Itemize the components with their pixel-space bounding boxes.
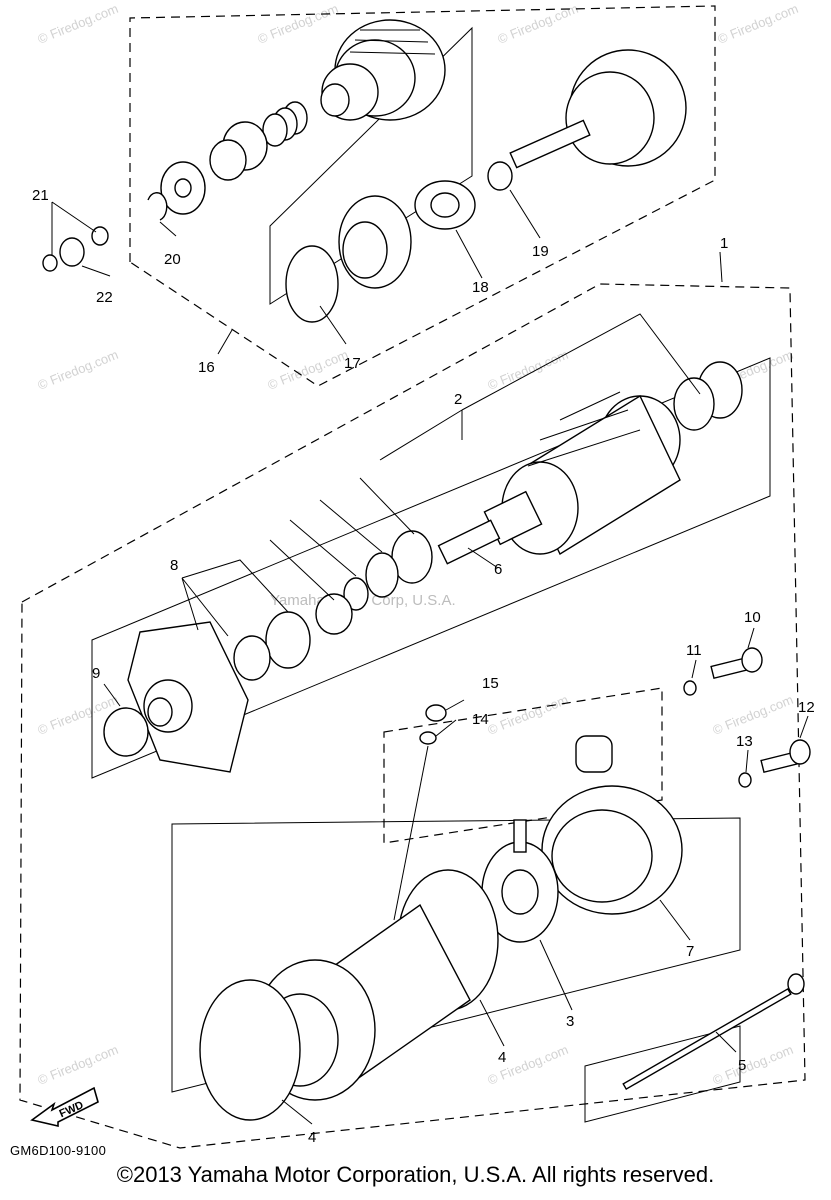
callout-4a: 4 [498, 1049, 506, 1066]
ring-gear [509, 49, 687, 169]
watermark: © Firedog.com [486, 347, 571, 393]
callouts: 1 2 3 4 4 5 6 7 8 9 10 11 12 13 14 15 16… [32, 187, 815, 1146]
watermark: © Firedog.com [256, 1, 341, 47]
watermark: © Firedog.com [486, 692, 571, 738]
washer-left [160, 161, 206, 215]
brush-holder [481, 819, 559, 943]
callout-6: 6 [494, 561, 502, 578]
watermark: © Firedog.com [36, 347, 121, 393]
callout-8: 8 [170, 557, 178, 574]
washer-11 [683, 680, 697, 696]
diagram-code: GM6D100-9100 [10, 1143, 107, 1158]
spring [262, 101, 308, 147]
watermark: © Firedog.com [36, 1, 121, 47]
callout-11: 11 [686, 642, 702, 659]
copyright-notice: ©2013 Yamaha Motor Corporation, U.S.A. A… [116, 1162, 715, 1187]
circlip-19 [487, 161, 513, 191]
callout-15: 15 [482, 675, 499, 692]
callout-20: 20 [164, 251, 181, 268]
callout-4b: 4 [308, 1129, 316, 1146]
group-16-outline [129, 5, 716, 387]
nut-15 [425, 704, 447, 722]
lock-plate [315, 593, 353, 635]
group-1-outline [19, 283, 806, 1149]
rear-cover [541, 735, 683, 915]
armature [437, 391, 681, 565]
frame-armature [91, 357, 771, 779]
callout-14: 14 [472, 711, 489, 728]
washer-13 [738, 772, 752, 788]
watermark: © Firedog.com [716, 1, 801, 47]
callout-3: 3 [566, 1013, 574, 1030]
o-ring-9 [103, 707, 149, 757]
callout-13: 13 [736, 733, 753, 750]
through-bolt-5 [622, 973, 805, 1091]
parts [42, 19, 811, 1121]
collar [209, 121, 268, 181]
callout-17: 17 [344, 355, 361, 372]
front-cover [127, 621, 249, 773]
callout-19: 19 [532, 243, 549, 260]
pinion-gear [320, 19, 446, 121]
callout-9: 9 [92, 665, 100, 682]
fwd-label: FWD [58, 1099, 86, 1120]
callout-18: 18 [472, 279, 489, 296]
bearing-8b [233, 635, 271, 681]
washer-14 [419, 731, 437, 745]
group-outlines [19, 5, 806, 1149]
gasket-17 [285, 245, 339, 323]
callout-12: 12 [798, 699, 815, 716]
callout-2: 2 [454, 391, 462, 408]
washer-6b [365, 552, 399, 598]
spring-washers-21-22 [42, 226, 109, 272]
watermark: © Firedog.com [496, 1, 581, 47]
callout-5: 5 [738, 1057, 746, 1074]
leader-lines [51, 189, 809, 1125]
callout-16: 16 [198, 359, 215, 376]
bolt-10 [710, 647, 763, 680]
fwd-arrow-icon: FWD [30, 1086, 99, 1128]
shim-b [673, 377, 715, 431]
callout-22: 22 [96, 289, 113, 306]
washer-6c [343, 577, 369, 611]
bearing-housing [338, 195, 412, 289]
group-15-14-outline [383, 687, 663, 844]
gasket-4 [199, 979, 301, 1121]
bearing-8a [265, 611, 311, 669]
plate-18 [414, 180, 476, 230]
watermark: © Firedog.com [711, 1042, 796, 1088]
circlip-20 [147, 192, 168, 221]
callout-21: 21 [32, 187, 49, 204]
callout-1: 1 [720, 235, 728, 252]
frame-bolt [584, 1025, 741, 1123]
bolt-12 [760, 739, 811, 774]
callout-7: 7 [686, 943, 694, 960]
watermark: © Firedog.com [266, 347, 351, 393]
callout-10: 10 [744, 609, 761, 626]
watermark: © Firedog.com [711, 692, 796, 738]
